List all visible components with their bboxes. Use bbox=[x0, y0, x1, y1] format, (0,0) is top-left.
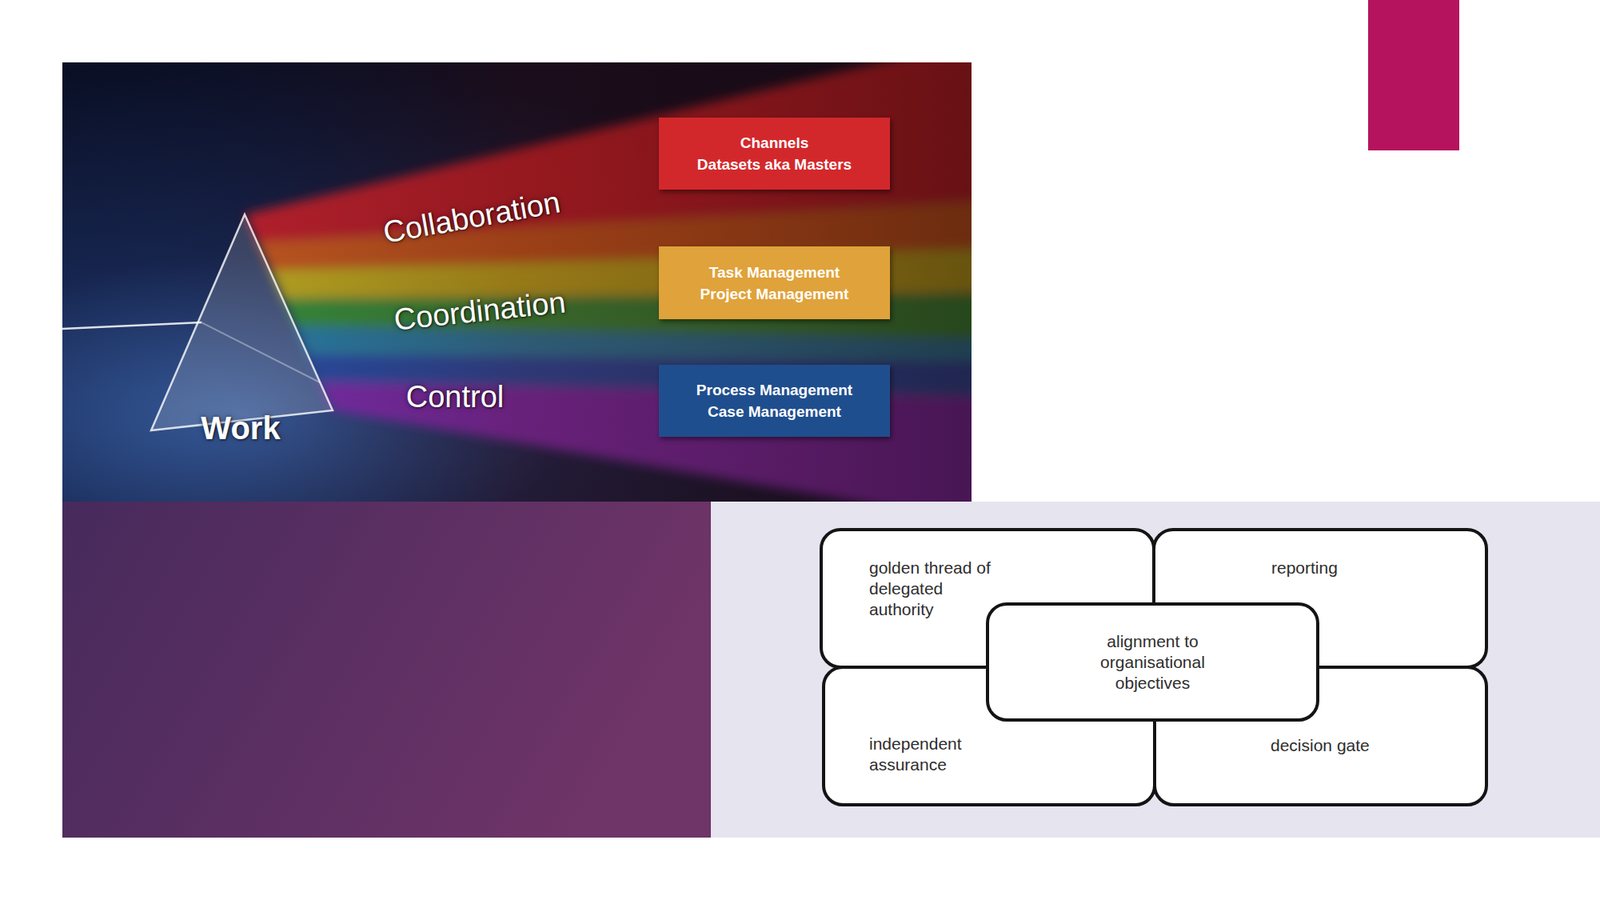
beam-label: Control bbox=[406, 379, 505, 415]
box-label: reporting bbox=[1271, 557, 1338, 579]
picture-shade bbox=[62, 62, 972, 502]
prism bbox=[151, 214, 333, 431]
box-line: Process Management bbox=[696, 379, 853, 401]
category-box: ChannelsDatasets aka Masters bbox=[658, 117, 890, 190]
prism-label: Work bbox=[200, 410, 280, 447]
box-line: Case Management bbox=[707, 400, 842, 423]
prism-inner-ray bbox=[201, 322, 320, 383]
governance-box: alignment to organisational objectives bbox=[985, 602, 1320, 722]
box-label: independent assurance bbox=[869, 733, 979, 775]
category-box: Task ManagementProject Management bbox=[658, 246, 890, 320]
box-line: Datasets aka Masters bbox=[697, 153, 852, 176]
box-label: golden thread of delegated authority bbox=[869, 557, 1001, 620]
accent-bar bbox=[1368, 0, 1460, 151]
prism-picture bbox=[62, 62, 972, 502]
box-line: Project Management bbox=[700, 283, 850, 305]
purple-panel bbox=[62, 501, 712, 838]
box-line: Channels bbox=[740, 131, 810, 154]
box-label: decision gate bbox=[1270, 734, 1370, 756]
picture-ground bbox=[62, 62, 972, 502]
white-beam bbox=[62, 322, 202, 329]
category-box: Process ManagementCase Management bbox=[658, 364, 890, 437]
diagram-panel bbox=[710, 501, 1600, 838]
box-line: Task Management bbox=[709, 261, 840, 284]
box-label: alignment to organisational objectives bbox=[1097, 630, 1209, 694]
